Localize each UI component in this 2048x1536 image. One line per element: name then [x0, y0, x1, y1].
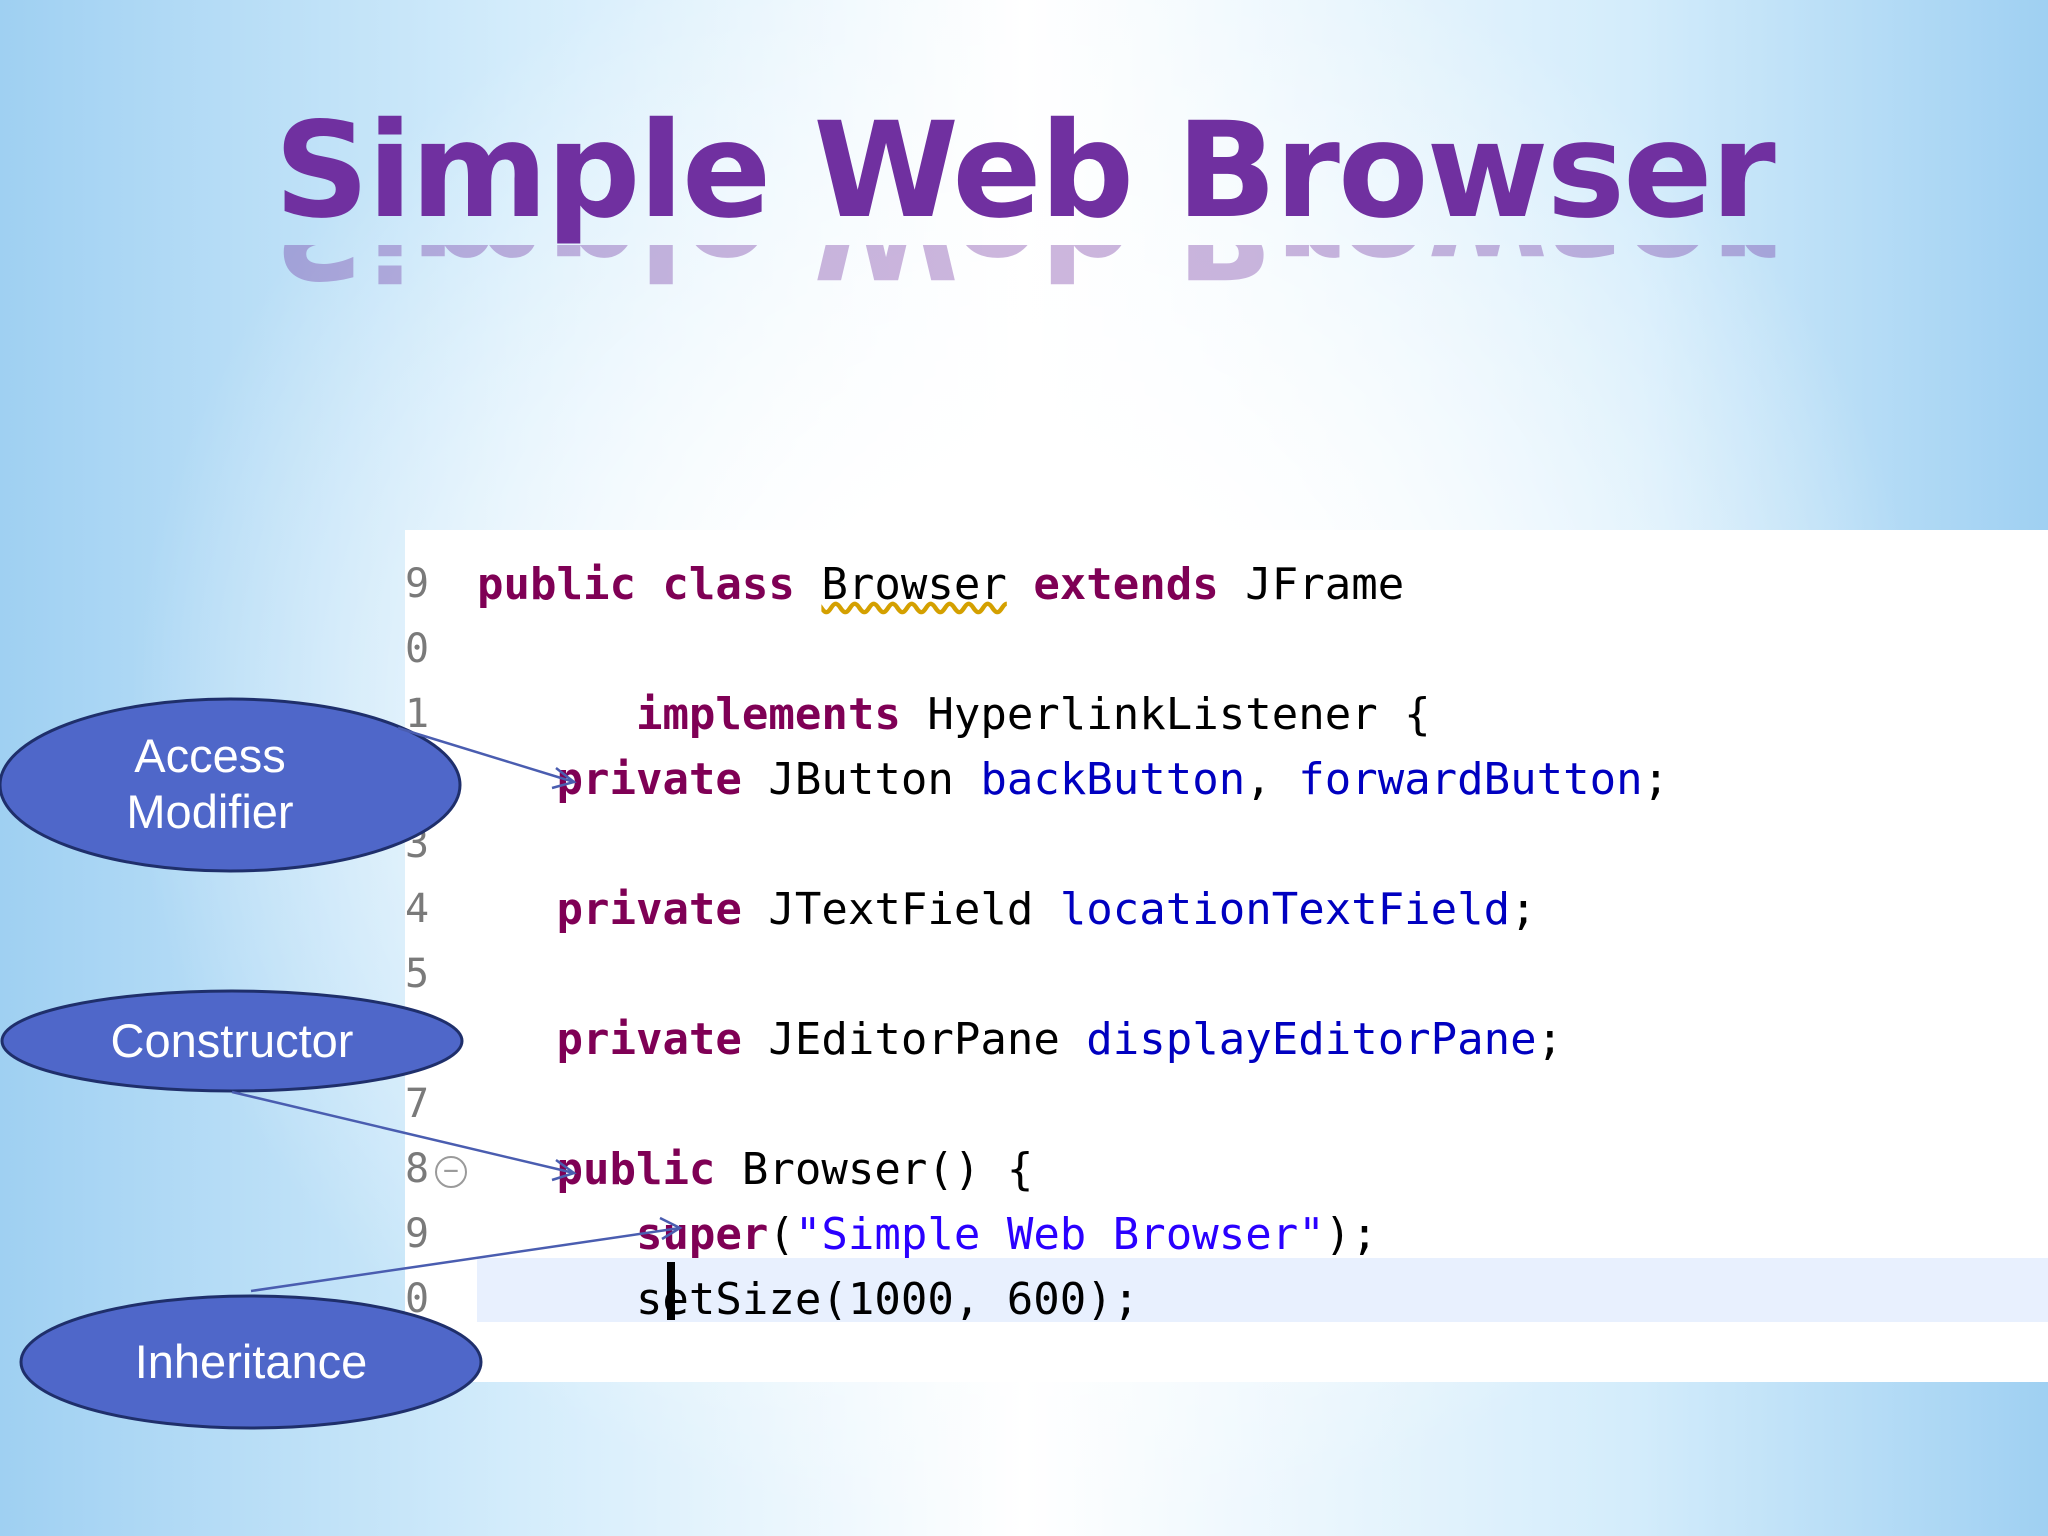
code-token: private: [556, 1014, 742, 1065]
access-modifier-arrowhead: [551, 767, 577, 790]
constructor-label: Constructor: [110, 1014, 354, 1067]
constructor-arrow: [231, 1090, 575, 1175]
inheritance-arrowhead: [659, 1216, 683, 1241]
code-token: setSize(1000, 600);: [477, 1274, 1140, 1325]
line-number: 1: [405, 691, 430, 737]
line-number: 7: [405, 1081, 430, 1127]
access-modifier-bubble: [0, 697, 462, 873]
inheritance-bubble: [19, 1294, 483, 1430]
slide-title: Simple Web Browser: [274, 94, 1775, 248]
code-token: );: [1324, 1209, 1378, 1260]
code-line: public class Browser extends JFrame: [477, 552, 1669, 617]
code-token: extends: [1033, 559, 1219, 610]
line-number: 0: [405, 626, 430, 672]
code-line: implements HyperlinkListener {: [477, 682, 1669, 747]
inheritance-arrow: [250, 1226, 681, 1293]
current-line-highlight: [477, 1258, 2048, 1322]
code-block: public class Browser extends JFrame impl…: [477, 552, 1669, 1332]
code-token: "Simple Web Browser": [794, 1209, 1325, 1260]
code-token: private: [556, 884, 742, 935]
code-token: public class: [477, 559, 822, 610]
line-number: 5: [405, 951, 430, 997]
code-token: Browser: [821, 559, 1007, 610]
code-token: implements: [635, 689, 901, 740]
code-token: JFrame: [1218, 559, 1405, 610]
code-token: ,: [1245, 754, 1299, 805]
code-token: Browser() {: [715, 1144, 1034, 1195]
code-token: (: [768, 1209, 795, 1260]
code-line: super("Simple Web Browser");: [477, 1202, 1669, 1267]
access-modifier-label-line: Access: [134, 729, 286, 782]
code-token: forwardButton: [1298, 754, 1643, 805]
code-token: super: [635, 1209, 769, 1260]
access-modifier-arrow: [397, 726, 575, 784]
code-token: HyperlinkListener {: [900, 689, 1431, 740]
code-line: private JTextField locationTextField;: [477, 877, 1669, 942]
code-line: setSize(1000, 600);: [477, 1267, 1669, 1332]
line-number: 9: [405, 1211, 430, 1257]
code-token: private: [556, 754, 742, 805]
line-number: 9: [405, 561, 430, 607]
constructor-bubble: [0, 989, 464, 1093]
code-line: public Browser() {: [477, 1137, 1669, 1202]
text-cursor: [667, 1262, 675, 1320]
code-token: ;: [1510, 884, 1537, 935]
code-token: ;: [1642, 754, 1670, 805]
code-token: JButton: [741, 754, 981, 805]
constructor-arrowhead: [551, 1158, 577, 1182]
inheritance-label: Inheritance: [134, 1335, 368, 1388]
code-token: JEditorPane: [741, 1014, 1087, 1065]
fold-collapse-icon: −: [435, 1156, 467, 1188]
line-number: 4: [405, 886, 430, 932]
code-token: ;: [1536, 1014, 1564, 1065]
code-token: JTextField: [741, 884, 1060, 935]
code-line: private JButton backButton, forwardButto…: [477, 747, 1669, 812]
line-number: 8: [405, 1146, 430, 1192]
access-modifier-label-line: Modifier: [126, 785, 294, 838]
code-token: public: [556, 1144, 716, 1195]
code-token: locationTextField: [1059, 884, 1511, 935]
code-token: displayEditorPane: [1086, 1014, 1537, 1065]
code-line: private JEditorPane displayEditorPane;: [477, 1007, 1669, 1072]
code-token: backButton: [980, 754, 1246, 805]
